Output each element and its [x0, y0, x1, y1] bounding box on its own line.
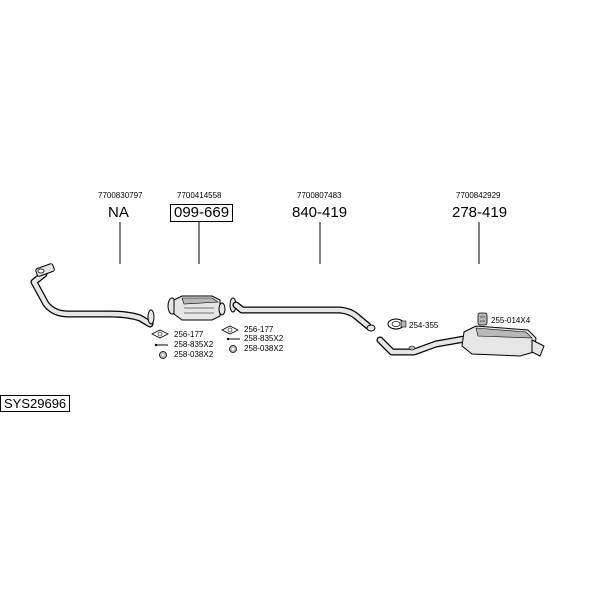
oe-number-part-2: 7700414558 [177, 191, 222, 200]
accessory-nut-2[interactable]: 258-038X2 [244, 344, 284, 353]
part-number-front-pipe[interactable]: NA [108, 204, 129, 221]
nut-icon [229, 345, 237, 353]
oe-number-part-3: 7700807483 [297, 191, 342, 200]
rubber-mount-icon [477, 312, 488, 326]
oe-number-part-4: 7700842929 [456, 191, 501, 200]
accessory-clamp[interactable]: 254-355 [409, 321, 439, 330]
intermediate-pipe [229, 297, 376, 332]
accessory-bolt-2[interactable]: 258-835X2 [244, 334, 284, 343]
front-pipe [30, 263, 155, 328]
accessory-gasket-2[interactable]: 256-177 [244, 325, 274, 334]
part-number-rear-silencer[interactable]: 278-419 [452, 204, 508, 221]
part-number-intermediate-pipe[interactable]: 840-419 [292, 204, 348, 221]
accessory-nut-1[interactable]: 258-038X2 [174, 350, 214, 359]
gasket-icon [151, 329, 169, 339]
accessory-gasket-1[interactable]: 256-177 [174, 330, 204, 339]
rear-silencer [376, 325, 545, 357]
nut-icon [159, 351, 167, 359]
gasket-icon [221, 325, 239, 335]
oe-number-part-1: 7700830797 [98, 191, 143, 200]
system-code-label: SYS29696 [0, 395, 71, 412]
accessory-mount[interactable]: 255-014X4 [491, 316, 531, 325]
bolt-icon [154, 343, 168, 347]
clamp-icon [387, 318, 407, 330]
catalytic-converter [167, 295, 226, 321]
part-number-catalytic-converter[interactable]: 099-669 [170, 204, 234, 222]
bolt-icon [226, 337, 240, 341]
accessory-bolt-1[interactable]: 258-835X2 [174, 340, 214, 349]
